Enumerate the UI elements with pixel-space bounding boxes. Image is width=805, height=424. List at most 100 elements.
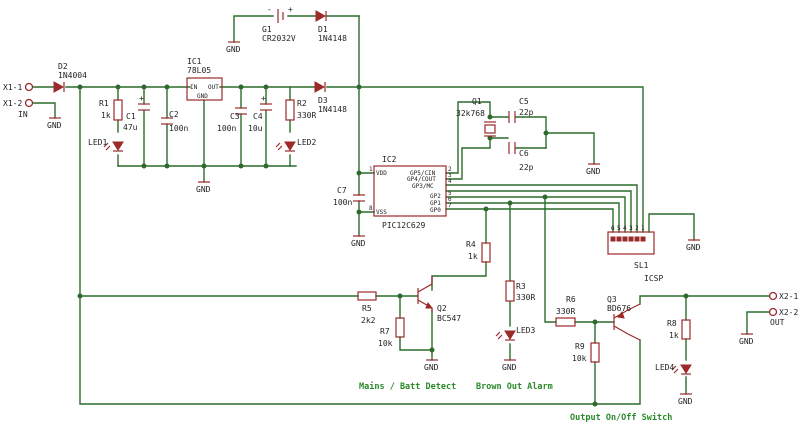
resistor-r4: R4 1k bbox=[466, 240, 491, 263]
ground-icon: GND bbox=[226, 41, 241, 54]
svg-text:LED4: LED4 bbox=[655, 363, 674, 372]
svg-text:5: 5 bbox=[617, 225, 621, 232]
svg-text:3: 3 bbox=[448, 172, 452, 179]
ground-icon: GND bbox=[424, 359, 439, 372]
wires bbox=[31, 15, 771, 405]
svg-text:LED1: LED1 bbox=[88, 138, 107, 147]
capacitor-c7: C7 100n bbox=[333, 186, 365, 207]
svg-text:GP1: GP1 bbox=[430, 200, 441, 207]
svg-text:32k768: 32k768 bbox=[456, 109, 485, 118]
svg-text:R9: R9 bbox=[575, 342, 585, 351]
section-mains-detect: Mains / Batt Detect bbox=[359, 381, 456, 392]
svg-text:R7: R7 bbox=[380, 327, 390, 336]
led-3: LED3 bbox=[495, 326, 535, 341]
regulator-ic1: IN OUT GND IC1 78L05 bbox=[186, 57, 223, 101]
label-in: IN bbox=[18, 110, 28, 119]
ground-icon: GND bbox=[739, 333, 754, 346]
junctions bbox=[77, 84, 689, 407]
resistor-r7: R7 10k bbox=[378, 317, 405, 348]
resistor-r9: R9 10k bbox=[572, 342, 600, 363]
svg-text:+: + bbox=[288, 5, 293, 14]
svg-text:2: 2 bbox=[635, 225, 639, 232]
svg-text:ICSP: ICSP bbox=[644, 274, 663, 283]
value-g1: CR2032V bbox=[262, 34, 296, 43]
svg-text:Q1: Q1 bbox=[472, 97, 482, 106]
microcontroller-ic2: VDD VSS 1 8 GP5/CIN GP4/COUT GP3/MC GP2 … bbox=[369, 155, 452, 230]
icsp-pins bbox=[610, 236, 646, 242]
ground-icon: GND bbox=[502, 359, 517, 372]
ground-icon: GND bbox=[686, 239, 701, 252]
svg-text:IC2: IC2 bbox=[382, 155, 397, 164]
svg-text:VDD: VDD bbox=[376, 170, 387, 177]
svg-text:GP4/COUT: GP4/COUT bbox=[407, 176, 436, 183]
svg-text:100n: 100n bbox=[169, 124, 188, 133]
ground-icon: GND bbox=[351, 235, 366, 248]
section-output-switch: Output On/Off Switch bbox=[570, 412, 672, 423]
label-g1: G1 bbox=[262, 25, 272, 34]
label-x2-1: X2-1 bbox=[779, 292, 798, 301]
svg-text:2: 2 bbox=[448, 166, 452, 173]
svg-text:330R: 330R bbox=[556, 307, 575, 316]
svg-text:22p: 22p bbox=[519, 108, 534, 117]
capacitor-c6: C6 22p bbox=[508, 142, 534, 172]
crystal-q1: Q1 32k768 bbox=[456, 97, 496, 137]
svg-text:+: + bbox=[261, 94, 266, 103]
svg-text:GND: GND bbox=[47, 121, 62, 130]
ground-icon: GND bbox=[47, 117, 62, 130]
svg-text:1: 1 bbox=[641, 225, 645, 232]
svg-text:GND: GND bbox=[739, 337, 754, 346]
svg-text:C6: C6 bbox=[519, 149, 529, 158]
svg-text:GND: GND bbox=[226, 45, 241, 54]
svg-text:1k: 1k bbox=[101, 111, 111, 120]
led-1: LED1 bbox=[88, 138, 124, 152]
svg-text:R3: R3 bbox=[516, 282, 526, 291]
label-x1-2: X1-2 bbox=[3, 99, 22, 108]
svg-text:22p: 22p bbox=[519, 163, 534, 172]
capacitor-c4: + C4 10u bbox=[248, 94, 272, 133]
battery-g1: - + G1 CR2032V bbox=[262, 5, 296, 43]
svg-text:1k: 1k bbox=[669, 331, 679, 340]
svg-text:BD676: BD676 bbox=[607, 304, 631, 313]
svg-text:D1: D1 bbox=[318, 25, 328, 34]
svg-text:1N4148: 1N4148 bbox=[318, 34, 347, 43]
svg-text:D2: D2 bbox=[58, 62, 68, 71]
svg-text:6: 6 bbox=[611, 225, 615, 232]
svg-text:Q2: Q2 bbox=[437, 304, 447, 313]
svg-text:GP2: GP2 bbox=[430, 193, 441, 200]
svg-text:1N4004: 1N4004 bbox=[58, 71, 87, 80]
icsp-header-sl1[interactable]: 6 5 4 3 2 1 SL1 ICSP bbox=[607, 225, 663, 283]
svg-text:GND: GND bbox=[686, 243, 701, 252]
label-x1-1: X1-1 bbox=[3, 83, 22, 92]
svg-text:GND: GND bbox=[678, 397, 693, 406]
ground-icon: GND bbox=[678, 393, 693, 406]
svg-text:330R: 330R bbox=[516, 293, 535, 302]
ground-icon: GND bbox=[196, 181, 211, 194]
svg-text:7: 7 bbox=[448, 202, 452, 209]
diode-d3: D3 1N4148 bbox=[314, 81, 347, 114]
svg-text:R2: R2 bbox=[297, 99, 307, 108]
resistor-r8: R8 1k bbox=[667, 319, 691, 340]
connector-x2[interactable]: X2-1 X2-2 OUT bbox=[768, 291, 799, 327]
svg-text:PIC12C629: PIC12C629 bbox=[382, 221, 426, 230]
svg-text:4: 4 bbox=[448, 178, 452, 185]
label-x2-2: X2-2 bbox=[779, 308, 798, 317]
svg-text:VSS: VSS bbox=[376, 209, 387, 216]
svg-text:R5: R5 bbox=[362, 304, 372, 313]
resistor-r1: R1 1k bbox=[99, 99, 123, 121]
svg-text:OUT: OUT bbox=[208, 84, 219, 91]
resistor-r5: R5 2k2 bbox=[357, 291, 377, 325]
capacitor-c1: + C1 47u bbox=[123, 94, 150, 132]
connector-x1[interactable]: X1-1 X1-2 IN bbox=[3, 82, 34, 119]
svg-text:GND: GND bbox=[502, 363, 517, 372]
svg-text:3: 3 bbox=[629, 225, 633, 232]
svg-text:LED3: LED3 bbox=[516, 326, 535, 335]
resistor-r2: R2 330R bbox=[285, 99, 316, 121]
resistor-r6: R6 330R bbox=[555, 295, 576, 327]
transistor-q2: Q2 BC547 bbox=[417, 276, 461, 323]
svg-text:GND: GND bbox=[196, 185, 211, 194]
svg-text:R1: R1 bbox=[99, 99, 109, 108]
svg-text:BC547: BC547 bbox=[437, 314, 461, 323]
svg-text:GP5/CIN: GP5/CIN bbox=[410, 170, 436, 177]
diode-d1: D1 1N4148 bbox=[315, 10, 347, 43]
